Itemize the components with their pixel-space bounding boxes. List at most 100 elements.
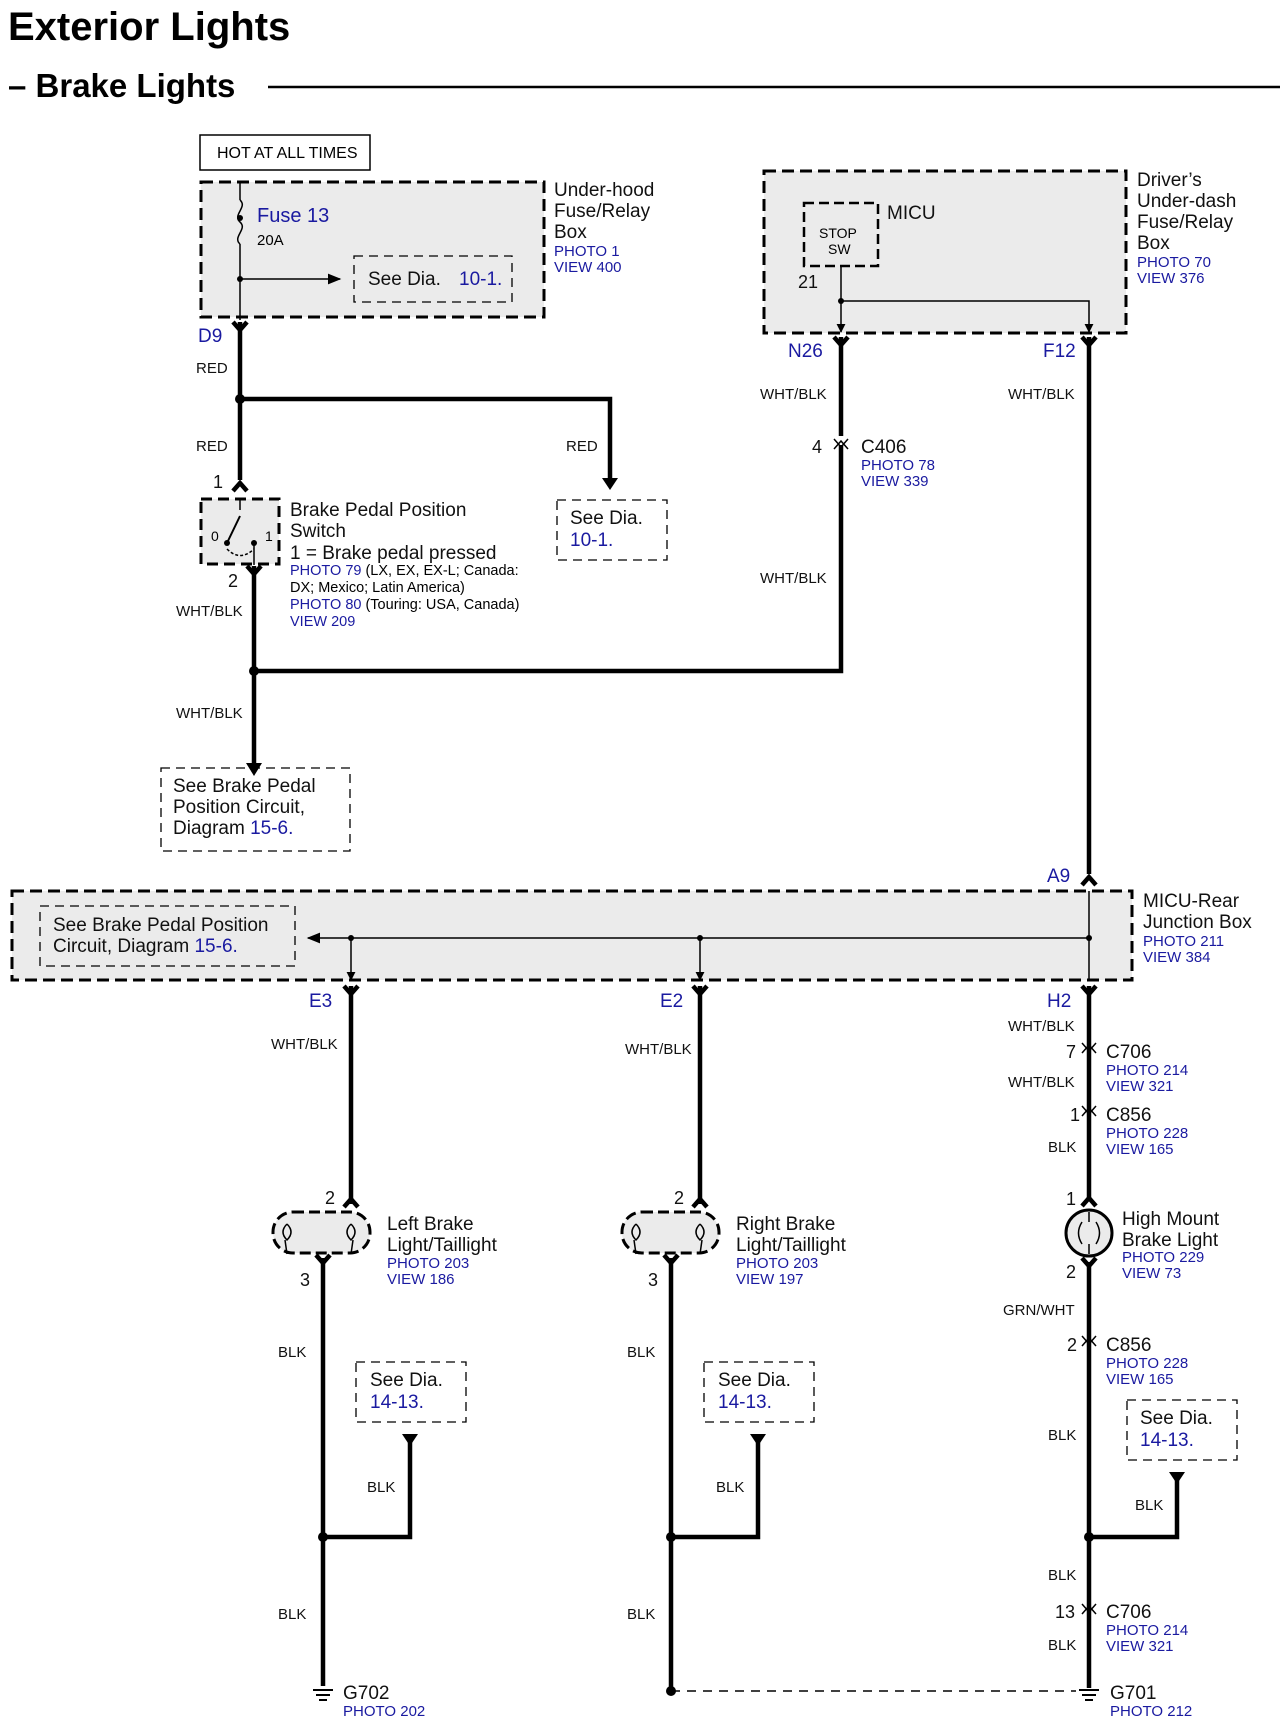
high-mount-name-1: High Mount xyxy=(1122,1209,1220,1230)
pin-f12: F12 xyxy=(1043,341,1076,362)
see-bpp-link-a[interactable]: 15-6. xyxy=(250,818,293,839)
pin-a9: A9 xyxy=(1047,866,1070,887)
underhood-box-name-3: Box xyxy=(554,222,587,243)
c406-photo: PHOTO 78 xyxy=(861,457,935,474)
wire-label-blk-hm-2: BLK xyxy=(1135,1497,1163,1514)
connector-c406 xyxy=(833,438,849,450)
see-dia-10-1-link-a[interactable]: 10-1. xyxy=(459,269,502,290)
under-dash-name-2: Under-dash xyxy=(1137,191,1236,212)
wire-right-see-14-13 xyxy=(671,1436,761,1540)
c706-a-photo: PHOTO 214 xyxy=(1106,1062,1188,1079)
fuse-13-symbol xyxy=(237,199,243,245)
wire-to-c406 xyxy=(254,445,844,674)
see-dia-14-13-box-hm xyxy=(1126,1399,1238,1461)
right-bulb-filaments xyxy=(631,1223,705,1242)
see-dia-14-13-link-left[interactable]: 14-13. xyxy=(370,1392,424,1413)
switch-pin-1: 1 xyxy=(213,472,223,492)
see-dia-10-1-text-b: See Dia. xyxy=(570,508,643,529)
fuse-13-label: Fuse 13 xyxy=(257,205,329,227)
ground-g702-icon xyxy=(313,1689,333,1701)
c706-b-pin: 13 xyxy=(1055,1602,1075,1622)
junction-name-2: Junction Box xyxy=(1143,912,1252,933)
under-dash-name-4: Box xyxy=(1137,233,1170,254)
hot-at-all-times-box xyxy=(199,134,371,171)
high-mount-view: VIEW 73 xyxy=(1122,1265,1181,1282)
switch-photo-79: PHOTO 79 xyxy=(290,563,361,579)
c706-b-view: VIEW 321 xyxy=(1106,1638,1174,1655)
right-light-photo: PHOTO 203 xyxy=(736,1255,818,1272)
left-light-view: VIEW 186 xyxy=(387,1271,455,1288)
connector-a9 xyxy=(1080,873,1098,887)
connector-right-pin-2 xyxy=(691,1195,709,1209)
see-bpp-line-3-text: Diagram xyxy=(173,818,250,839)
see-bpp-line-2: Position Circuit, xyxy=(173,797,305,818)
left-brake-light-symbol xyxy=(271,1210,372,1255)
connector-c856-a xyxy=(1081,1105,1097,1117)
fuse-20a-label: 20A xyxy=(257,232,284,249)
c406-pin: 4 xyxy=(812,437,822,457)
connector-c706-a xyxy=(1081,1042,1097,1054)
wire-label-blk-right-3: BLK xyxy=(627,1606,655,1623)
c406-view: VIEW 339 xyxy=(861,473,929,490)
junction-photo: PHOTO 211 xyxy=(1143,933,1224,950)
connector-left-pin-2 xyxy=(342,1195,360,1209)
hot-at-all-times-label: HOT AT ALL TIMES xyxy=(217,145,358,162)
c706-b-name: C706 xyxy=(1106,1602,1151,1623)
see-dia-14-13-box-right xyxy=(703,1361,815,1423)
under-dash-view: VIEW 376 xyxy=(1137,270,1205,287)
switch-note: 1 = Brake pedal pressed xyxy=(290,543,497,564)
junction-see-line-1: See Brake Pedal Position xyxy=(53,915,268,936)
wire-label-grn-wht: GRN/WHT xyxy=(1003,1302,1075,1319)
left-light-name-1: Left Brake xyxy=(387,1214,474,1235)
junction-see-line-2-text: Circuit, Diagram xyxy=(53,936,194,957)
fuse-dot xyxy=(237,215,243,221)
switch-name-2: Switch xyxy=(290,521,346,542)
wire-label-blk-left-1: BLK xyxy=(278,1344,306,1361)
page-subtitle: – Brake Lights xyxy=(8,67,235,104)
switch-photo-79-desc-2: DX; Mexico; Latin America) xyxy=(290,580,465,596)
switch-view: VIEW 209 xyxy=(290,614,355,630)
see-dia-10-1-box-a xyxy=(353,255,513,303)
wire-label-blk-left-2: BLK xyxy=(367,1479,395,1496)
see-dia-14-13-text-right: See Dia. xyxy=(718,1370,791,1391)
wire-label-red-1: RED xyxy=(196,360,228,377)
right-light-view: VIEW 197 xyxy=(736,1271,804,1288)
c706-b-photo: PHOTO 214 xyxy=(1106,1622,1188,1639)
connector-high-mount-pin-1 xyxy=(1080,1194,1098,1208)
pin-d9: D9 xyxy=(198,326,222,347)
see-dia-14-13-link-right[interactable]: 14-13. xyxy=(718,1392,772,1413)
stop-sw-label-2: SW xyxy=(828,241,851,257)
c856-b-pin: 2 xyxy=(1067,1335,1077,1355)
c856-b-view: VIEW 165 xyxy=(1106,1371,1174,1388)
micu-f12-lead xyxy=(841,300,1094,333)
see-dia-10-1-box-b xyxy=(556,499,668,561)
see-bpp-link-b[interactable]: 15-6. xyxy=(194,936,237,957)
wire-label-blk-right-1: BLK xyxy=(627,1344,655,1361)
switch-link xyxy=(226,548,255,557)
underhood-fuse-box xyxy=(199,180,546,319)
see-dia-14-13-box-left xyxy=(355,1361,467,1423)
right-pin-3: 3 xyxy=(648,1270,658,1290)
c856-b-name: C856 xyxy=(1106,1335,1151,1356)
under-dash-name-3: Fuse/Relay xyxy=(1137,212,1234,233)
pin-e3: E3 xyxy=(309,991,332,1012)
wire-label-red-2: RED xyxy=(196,438,228,455)
arrow-hm-see-14-13 xyxy=(1169,1472,1185,1484)
see-dia-10-1-link-b[interactable]: 10-1. xyxy=(570,530,613,551)
switch-pin-2: 2 xyxy=(228,571,238,591)
wire-label-wht-blk-c406: WHT/BLK xyxy=(760,570,827,587)
high-mount-pin-2: 2 xyxy=(1066,1262,1076,1282)
ground-g701-label: G701 xyxy=(1110,1683,1156,1704)
pin-h2: H2 xyxy=(1047,991,1071,1012)
right-light-name-2: Light/Taillight xyxy=(736,1235,847,1256)
wire-label-blk-hm-1: BLK xyxy=(1048,1427,1076,1444)
wire-hm-see-14-13 xyxy=(1089,1474,1180,1540)
stop-sw-box xyxy=(802,201,880,268)
connector-switch-pin-1 xyxy=(231,479,249,493)
wire-label-blk-hm-4: BLK xyxy=(1048,1637,1076,1654)
stop-sw-label-1: STOP xyxy=(819,225,857,241)
c856-b-photo: PHOTO 228 xyxy=(1106,1355,1188,1372)
switch-name-1: Brake Pedal Position xyxy=(290,500,466,521)
see-dia-14-13-link-hm[interactable]: 14-13. xyxy=(1140,1430,1194,1451)
